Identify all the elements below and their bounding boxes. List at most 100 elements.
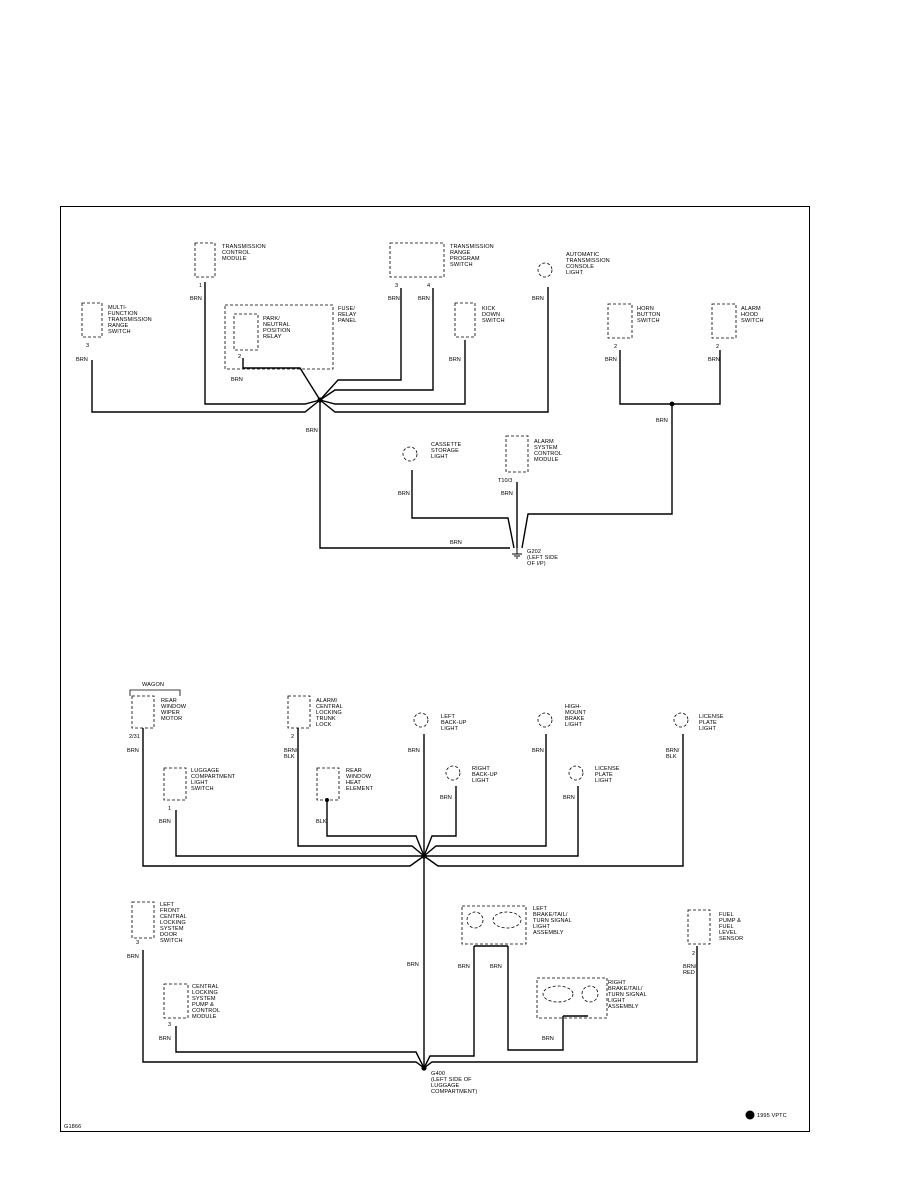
- left-brake-tail-bulb-icon: [466, 911, 484, 929]
- console-light-wire: BRN: [532, 296, 544, 302]
- cassette-storage-light-wire: BRN: [398, 491, 410, 497]
- horn-button-switch-pin: 2: [614, 344, 617, 350]
- horn-button-switch-box: [607, 303, 633, 339]
- transmission-range-pin-a: 3: [395, 283, 398, 289]
- luggage-compartment-switch-box: [163, 767, 187, 801]
- upper-trunk-wire-label: BRN: [306, 428, 318, 434]
- transmission-control-module-wire: BRN: [190, 296, 202, 302]
- transmission-range-program-switch-box: [389, 242, 445, 278]
- wagon-label: WAGON: [142, 682, 164, 688]
- lower-splice-wires: [142, 728, 698, 1069]
- cassette-storage-light-bulb-icon: [402, 446, 418, 462]
- right-brake-tail-assembly-box: [536, 977, 608, 1019]
- alarm-hood-switch-box: [711, 303, 737, 339]
- kick-down-switch-box: [454, 302, 476, 338]
- left-turn-signal-bulb-icon: [492, 911, 522, 929]
- central-locking-pump-box: [163, 983, 189, 1019]
- copyright-icon: [745, 1110, 755, 1120]
- upper-splice-wires: [91, 282, 721, 549]
- fuel-pump-sensor-wire: BRN/RED: [683, 964, 697, 976]
- kick-down-switch-wire: BRN: [449, 357, 461, 363]
- g202-ground-icon: [512, 548, 522, 559]
- horn-alarm-trunk-wire-label: BRN: [656, 418, 668, 424]
- left-brake-tail-wire-a: BRN: [458, 964, 470, 970]
- rear-window-heat-element-wire: BLK: [316, 819, 327, 825]
- transmission-control-module-box: [194, 242, 216, 278]
- fuse-relay-panel-box: [224, 304, 334, 370]
- door-switch-wire: BRN: [127, 954, 139, 960]
- transmission-control-module-pin: 1: [199, 283, 202, 289]
- multi-function-switch-wire: BRN: [76, 357, 88, 363]
- trunk-lock-wire: BRN/BLK: [284, 748, 298, 760]
- door-switch-box: [131, 901, 155, 939]
- upper-splice-point: [317, 397, 323, 403]
- right-brake-tail-wire: BRN: [542, 1036, 554, 1042]
- luggage-compartment-switch-pin: 1: [168, 806, 171, 812]
- trunk-lock-box: [287, 695, 311, 729]
- left-back-up-light-bulb-icon: [413, 712, 429, 728]
- right-back-up-light-bulb-icon: [445, 765, 461, 781]
- g400-ground-icon: [421, 1065, 427, 1071]
- park-neutral-relay-wire: BRN: [231, 377, 243, 383]
- license-plate-light-mid-wire: BRN: [563, 795, 575, 801]
- lower-splice-point: [421, 853, 427, 859]
- central-locking-pump-pin: 3: [168, 1022, 171, 1028]
- g202-feed-wire-label: BRN: [450, 540, 462, 546]
- copyright-text: 1995 VPTC: [757, 1113, 787, 1119]
- transmission-range-wire-a: BRN: [388, 296, 400, 302]
- door-switch-pin: 3: [136, 940, 139, 946]
- park-neutral-relay-box: [233, 313, 259, 351]
- alarm-hood-switch-wire: BRN: [708, 357, 720, 363]
- multi-function-switch-box: [81, 302, 103, 338]
- console-light-bulb-icon: [537, 262, 553, 278]
- high-mount-brake-light-bulb-icon: [537, 712, 553, 728]
- fuel-pump-sensor-pin: 2: [692, 951, 695, 957]
- rear-window-wiper-motor-pin: 2/31: [129, 734, 140, 740]
- left-back-up-light-wire: BRN: [408, 748, 420, 754]
- right-back-up-light-wire: BRN: [440, 795, 452, 801]
- right-brake-tail-bulb-icon: [581, 985, 599, 1003]
- horn-button-switch-wire: BRN: [605, 357, 617, 363]
- rear-window-wiper-motor-box: [131, 695, 155, 729]
- alarm-hood-switch-pin: 2: [716, 344, 719, 350]
- trunk-lock-pin: 2: [291, 734, 294, 740]
- license-plate-light-right-bulb-icon: [673, 712, 689, 728]
- lower-trunk-wire-label: BRN: [407, 962, 419, 968]
- park-neutral-relay-pin: 2: [238, 354, 241, 360]
- horn-alarm-splice-point: [669, 401, 675, 407]
- rear-window-wiper-motor-wire: BRN: [127, 748, 139, 754]
- wagon-bracket: [129, 689, 181, 696]
- multi-function-switch-pin: 3: [86, 343, 89, 349]
- right-turn-signal-bulb-icon: [542, 985, 574, 1003]
- left-brake-tail-wire-b: BRN: [490, 964, 502, 970]
- figure-code: G1866: [64, 1124, 81, 1130]
- left-brake-tail-assembly-box: [461, 905, 527, 945]
- diagram-frame: [60, 206, 810, 1132]
- alarm-system-control-module-wire: BRN: [501, 491, 513, 497]
- transmission-range-wire-b: BRN: [418, 296, 430, 302]
- transmission-range-pin-b: 4: [427, 283, 430, 289]
- luggage-compartment-switch-wire: BRN: [159, 819, 171, 825]
